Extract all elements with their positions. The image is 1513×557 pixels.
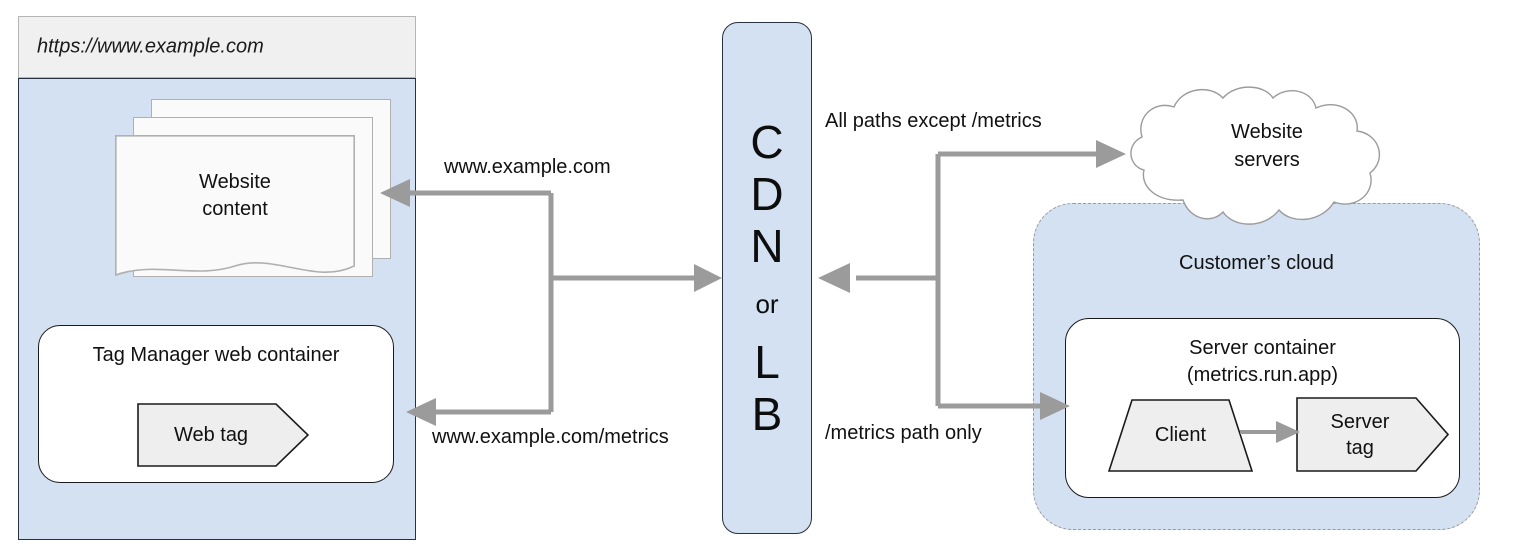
website-servers-cloud: Website servers — [1122, 82, 1412, 237]
server-tag-shape: Server tag — [1296, 397, 1450, 472]
trapezoid-client-icon — [1107, 399, 1254, 472]
cdn-letter-d: D — [750, 168, 784, 220]
client-shape: Client — [1107, 399, 1254, 472]
server-tag-label: Server tag — [1296, 397, 1424, 472]
lb-letter-b: B — [751, 388, 783, 440]
arrowhead-cdn-from-right — [818, 263, 850, 293]
client-label: Client — [1154, 424, 1207, 446]
cloud-icon — [1130, 86, 1380, 225]
edge-label-www-example: www.example.com — [444, 156, 611, 179]
web-tag-label: Web tag — [173, 423, 249, 446]
browser-url-text: https://www.example.com — [37, 35, 264, 58]
web-tag-shape: Web tag — [137, 403, 310, 467]
cdn-conjunction-or: or — [755, 289, 779, 319]
server-container-title-line2: (metrics.run.app) — [1186, 364, 1339, 386]
server-container-title: Server container (metrics.run.app) — [1066, 335, 1459, 389]
cdn-or-lb-node: C D N or L B — [722, 22, 812, 534]
server-tag-label-line2: tag — [1346, 436, 1374, 459]
browser-address-bar: https://www.example.com — [18, 16, 416, 78]
arrowhead-to-cdn — [694, 264, 722, 292]
server-tag-label-line1: Server — [1330, 410, 1390, 433]
tag-manager-web-container: Tag Manager web container Web tag — [38, 325, 394, 483]
cdn-letter-n: N — [750, 220, 784, 272]
document-icon — [115, 135, 355, 277]
chevron-tag-icon — [1296, 397, 1450, 472]
edge-label-all-paths-except-metrics: All paths except /metrics — [825, 110, 1042, 133]
edge-label-metrics-path-only: /metrics path only — [825, 422, 982, 445]
server-container-title-line1: Server container — [1189, 337, 1336, 359]
cdn-letter-c: C — [750, 116, 784, 168]
website-content-document: Website content — [115, 135, 355, 295]
lb-letter-l: L — [754, 336, 780, 388]
server-container: Server container (metrics.run.app) Clien… — [1065, 318, 1460, 498]
customers-cloud-title: Customer’s cloud — [1179, 252, 1334, 274]
chevron-tag-icon — [137, 403, 310, 467]
edge-label-www-example-metrics: www.example.com/metrics — [432, 426, 669, 449]
tag-manager-title: Tag Manager web container — [92, 344, 340, 366]
